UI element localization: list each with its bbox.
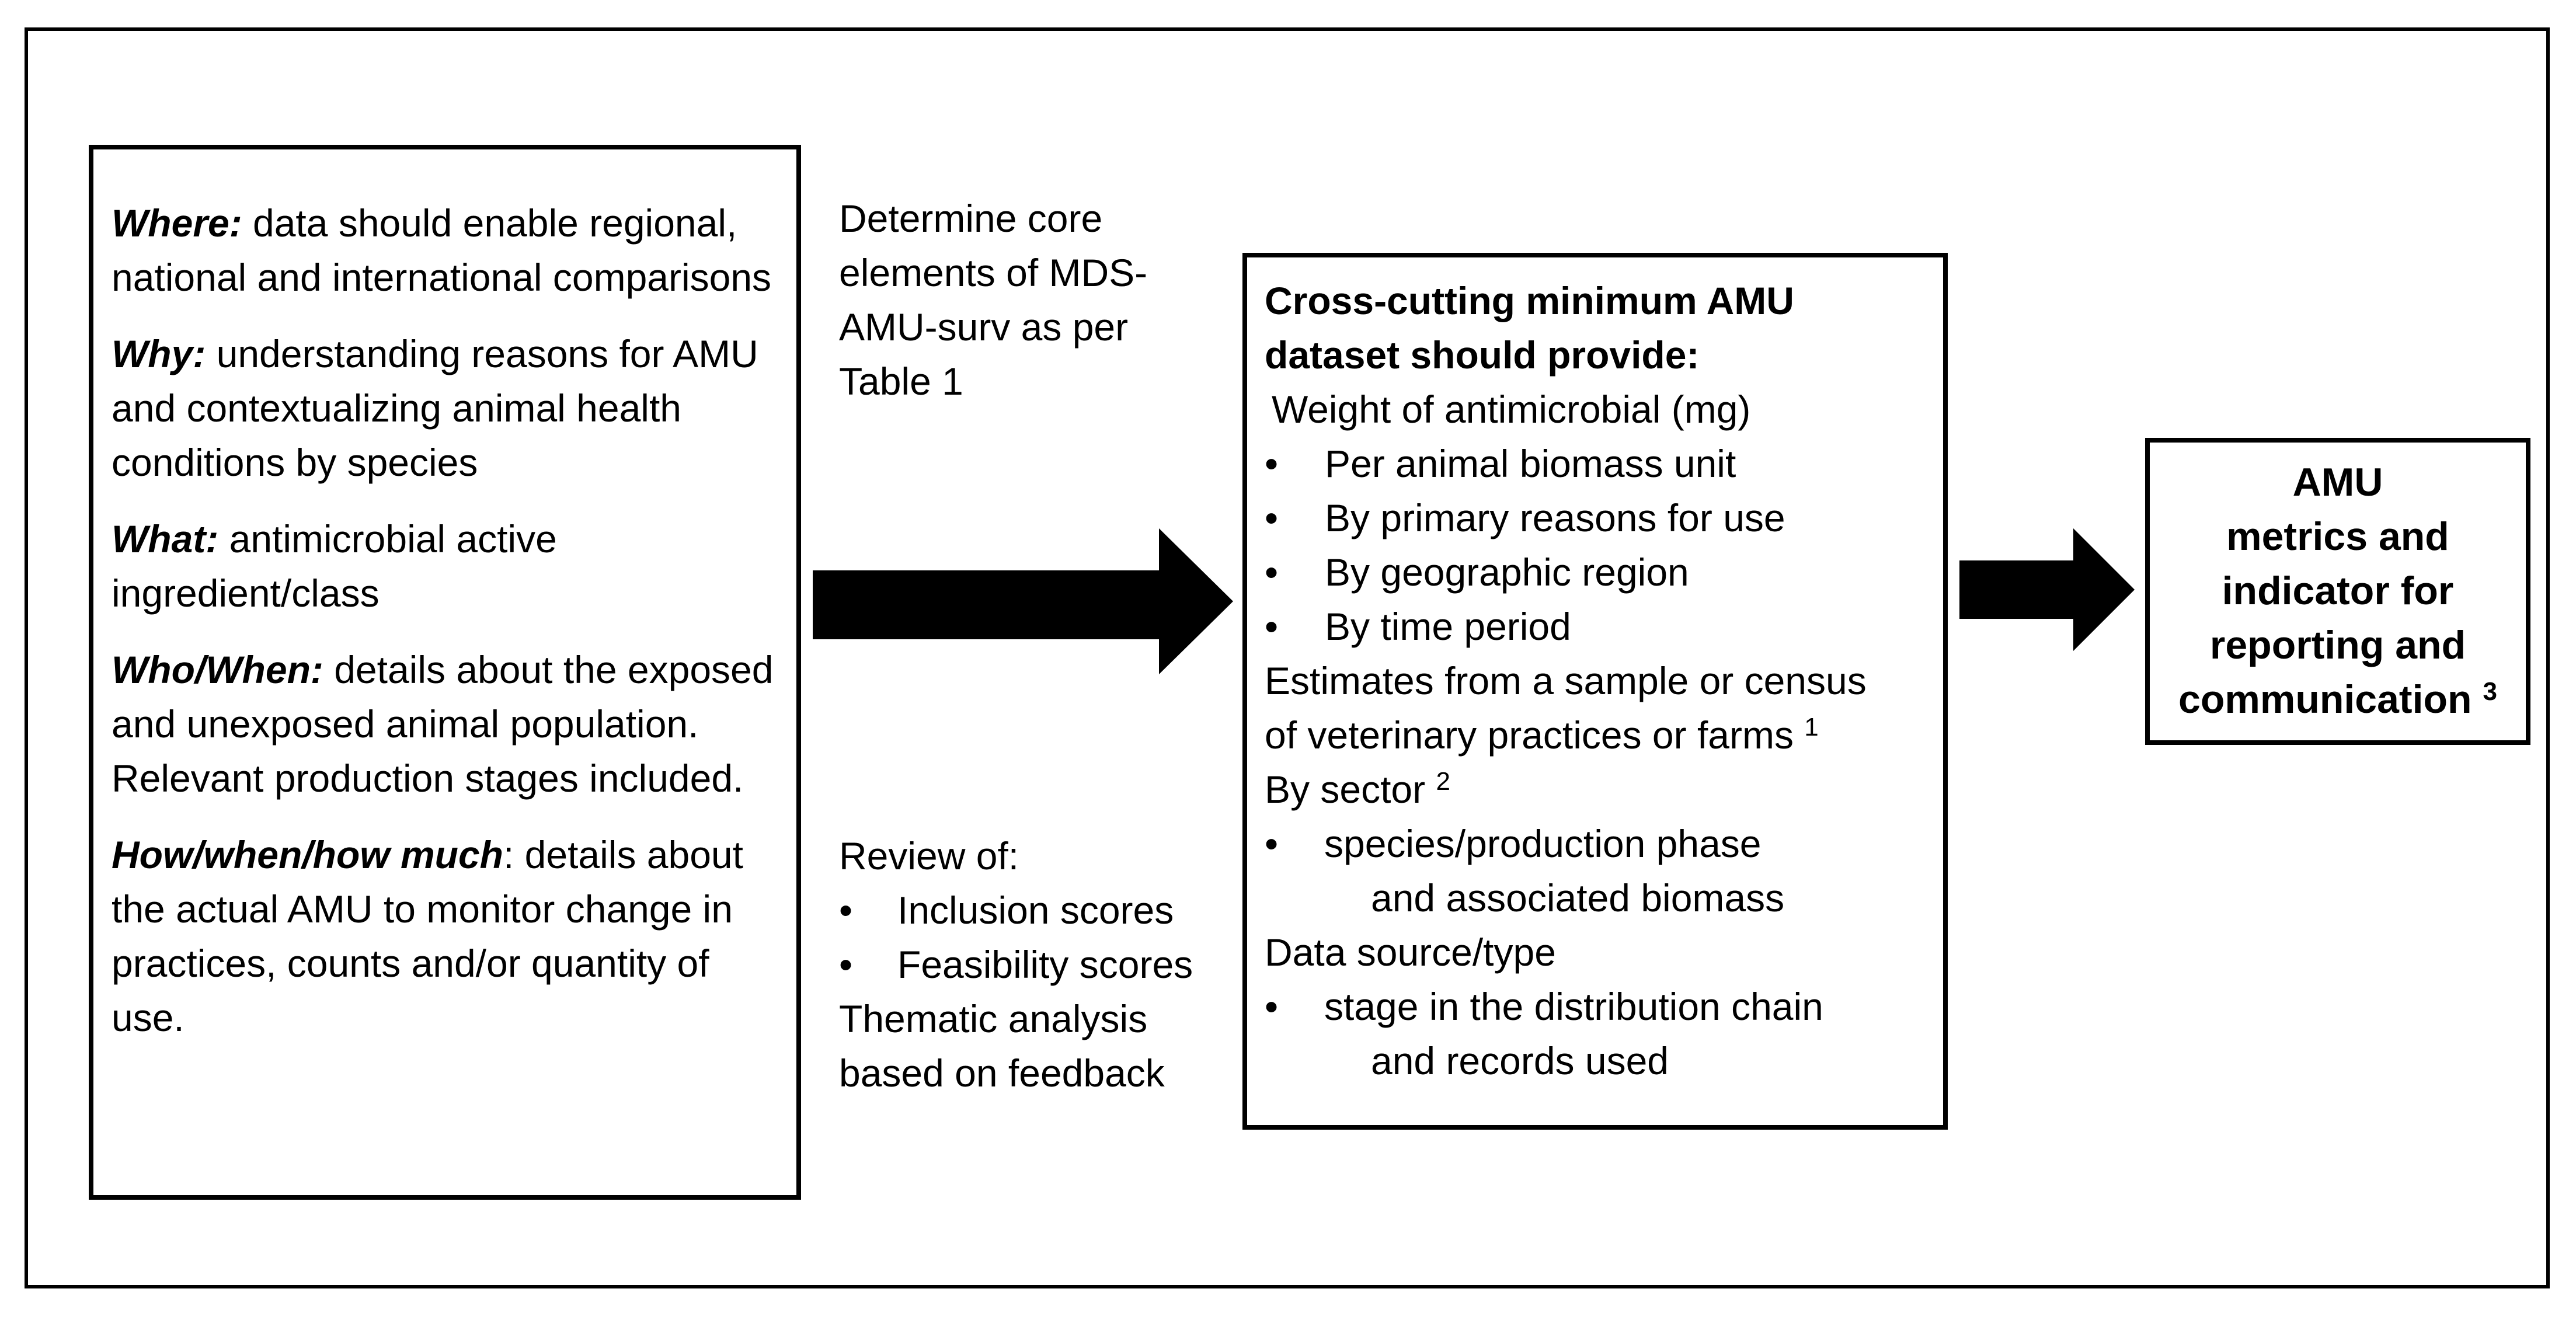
weight-bullet-text: By geographic region (1325, 551, 1689, 594)
weight-bullet: • By geographic region (1265, 545, 1931, 600)
source-bullet-text: stage in the distribution chain (1324, 985, 1823, 1028)
how-keyword: How/when/how much (112, 833, 503, 876)
review-bullet-feasibility: • Feasibility scores (839, 938, 1242, 992)
review-bullet-text: Inclusion scores (897, 889, 1174, 932)
survey-dimensions-box: Where: data should enable regional, nati… (89, 145, 801, 1200)
footnote-marker-1: 1 (1804, 713, 1819, 741)
where-text: data should enable regional, national an… (112, 201, 772, 299)
who-when-keyword: Who/When: (112, 648, 323, 691)
weight-bullet: • By primary reasons for use (1265, 491, 1931, 545)
bullet-dot: • (1265, 496, 1279, 539)
bullet-dot: • (1265, 985, 1279, 1028)
sector-bullet-text: species/production phase (1324, 822, 1762, 865)
minimum-dataset-box: Cross-cutting minimum AMU dataset should… (1242, 253, 1948, 1130)
estimates-line-2: of veterinary practices or farms 1 (1265, 708, 1931, 762)
right-arrow-small (1959, 528, 2135, 651)
source-label: Data source/type (1265, 931, 1556, 974)
why-keyword: Why: (112, 332, 206, 375)
core-line-1: Determine core (839, 197, 1103, 240)
sector-label: By sector 2 (1265, 762, 1931, 817)
what-keyword: What: (112, 517, 219, 560)
core-line-3: AMU-surv as per (839, 305, 1129, 349)
metrics-line-5: communication 3 (2156, 673, 2520, 727)
review-bullet-text: Feasibility scores (897, 943, 1193, 986)
bullet-dot: • (1265, 605, 1279, 648)
review-bullet-inclusion: • Inclusion scores (839, 883, 1242, 938)
thematic-line-2: based on feedback (839, 1051, 1165, 1095)
how-item: How/when/how much: details about the act… (112, 828, 779, 1045)
weight-bullet-text: By primary reasons for use (1325, 496, 1785, 539)
core-line-4: Table 1 (839, 360, 963, 403)
weight-label: Weight of antimicrobial (mg) (1272, 388, 1751, 431)
estimates-text: of veterinary practices or farms (1265, 713, 1794, 757)
review-note: Review of: • Inclusion scores • Feasibilit… (839, 829, 1242, 1100)
footnote-marker-2: 2 (1436, 767, 1450, 796)
bullet-dot: • (839, 889, 853, 932)
metrics-line-3: indicator for (2222, 569, 2454, 613)
bullet-dot: • (1265, 551, 1279, 594)
metrics-line-5-text: communication (2178, 677, 2472, 722)
bullet-dot: • (1265, 822, 1279, 865)
weight-bullet-text: Per animal biomass unit (1325, 442, 1736, 485)
figure-frame (25, 27, 2550, 1288)
how-text: : details about the actual AMU to monito… (112, 833, 743, 1039)
what-text: antimicrobial active ingredient/class (112, 517, 557, 615)
who-when-text: details about the exposed and unexposed … (112, 648, 774, 800)
where-keyword: Where: (112, 201, 242, 245)
sector-bullet-continuation: and associated biomass (1371, 876, 1785, 920)
why-text: understanding reasons for AMU and contex… (112, 332, 758, 484)
right-arrow-large (813, 528, 1233, 674)
dataset-title-line-2: dataset should provide: (1265, 333, 1700, 377)
where-item: Where: data should enable regional, nati… (112, 196, 779, 305)
metrics-line-4: reporting and (2209, 623, 2466, 667)
dataset-title-line-1: Cross-cutting minimum AMU (1265, 279, 1794, 322)
sector-text: By sector (1265, 768, 1426, 811)
footnote-marker-3: 3 (2483, 677, 2497, 706)
why-item: Why: understanding reasons for AMU and c… (112, 327, 779, 490)
weight-bullet: • By time period (1265, 600, 1931, 654)
estimates-line-1: Estimates from a sample or census (1265, 659, 1867, 702)
thematic-line-1: Thematic analysis (839, 997, 1148, 1040)
metrics-line-2: metrics and (2226, 514, 2449, 559)
weight-bullet-text: By time period (1325, 605, 1571, 648)
sector-bullet: • species/production phase (1265, 817, 1931, 871)
metrics-line-1: AMU (2292, 460, 2383, 504)
bullet-dot: • (839, 943, 853, 986)
source-bullet: • stage in the distribution chain (1265, 980, 1931, 1034)
source-bullet-continuation: and records used (1371, 1039, 1669, 1082)
core-line-2: elements of MDS- (839, 251, 1148, 294)
what-item: What: antimicrobial active ingredient/cl… (112, 512, 779, 621)
review-heading: Review of: (839, 834, 1019, 877)
weight-bullet: • Per animal biomass unit (1265, 437, 1931, 491)
amu-metrics-box: AMU metrics and indicator for reporting … (2145, 438, 2530, 745)
core-elements-note: Determine core elements of MDS- AMU-surv… (839, 191, 1213, 409)
bullet-dot: • (1265, 442, 1279, 485)
who-when-item: Who/When: details about the exposed and … (112, 643, 779, 806)
